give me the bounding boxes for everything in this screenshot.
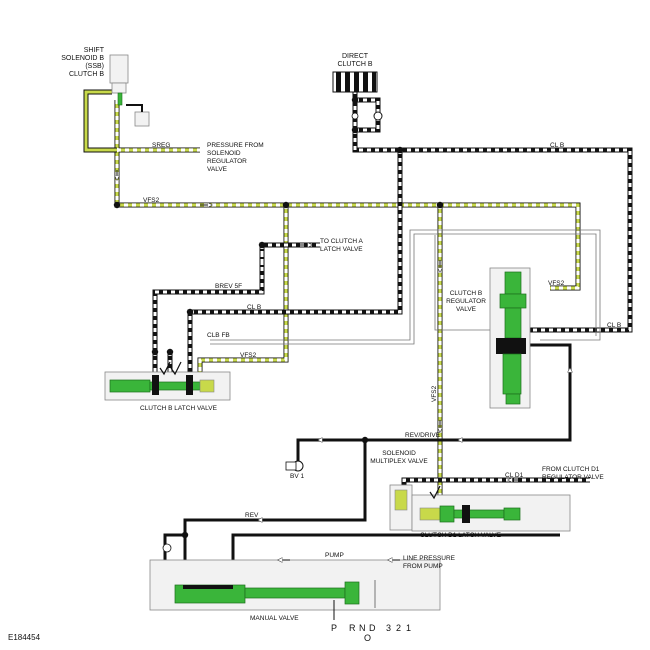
brev5f-label: BREV 5F bbox=[215, 283, 242, 290]
manual-valve-label: MANUAL VALVE bbox=[250, 615, 299, 622]
selector-n: N bbox=[359, 623, 366, 633]
ssb-feed-circuit bbox=[83, 89, 117, 153]
bv1-ball-valve bbox=[285, 460, 304, 472]
vfs2-circuit bbox=[114, 100, 581, 520]
line-pressure-circuit bbox=[163, 343, 572, 560]
vfs2-vertical-label: VFS2 bbox=[431, 385, 438, 402]
vfs2-reg-label: VFS2 bbox=[548, 280, 565, 287]
selector-o: O bbox=[364, 633, 371, 643]
clutch-d1-latch-label: CLUTCH D1 LATCH VALVE bbox=[420, 532, 502, 539]
selector-d: D bbox=[369, 623, 376, 633]
figure-id: E184454 bbox=[8, 633, 41, 642]
exhaust-icons bbox=[162, 112, 359, 553]
selector-1: 1 bbox=[406, 623, 411, 633]
selector-3: 3 bbox=[386, 623, 391, 633]
clbfb-label: CLB FB bbox=[207, 332, 230, 339]
clutch-b-regulator-valve bbox=[489, 267, 531, 409]
gear-selector: P R N D O 3 2 1 bbox=[331, 623, 411, 643]
selector-2: 2 bbox=[396, 623, 401, 633]
shift-solenoid-b bbox=[109, 54, 150, 127]
solenoid-multiplex-valve bbox=[389, 484, 413, 531]
selector-p: P bbox=[331, 623, 337, 633]
rev-label: REV bbox=[245, 512, 259, 519]
selector-r: R bbox=[349, 623, 356, 633]
vfs2-top-label: VFS2 bbox=[143, 197, 160, 204]
clb-right-label: CL B bbox=[607, 322, 621, 329]
clb-mid-label: CL B bbox=[247, 304, 261, 311]
bv1-label: BV 1 bbox=[290, 473, 304, 480]
cld1-label: CL D1 bbox=[505, 472, 524, 479]
sreg-label: SREG bbox=[152, 142, 170, 149]
clutch-d1-latch-valve bbox=[411, 485, 571, 532]
vfs2-latch-label: VFS2 bbox=[240, 352, 257, 359]
flow-arrows bbox=[117, 170, 570, 560]
circuit-labels: SREG VFS2 VFS2 VFS2 VFS2 CL B CL B CL B … bbox=[143, 142, 621, 559]
revdrive-label: REV/DRIVE bbox=[405, 432, 441, 439]
exhaust-passages bbox=[210, 229, 601, 345]
direct-clutch-b bbox=[332, 71, 383, 121]
clutch-b-latch-valve bbox=[104, 361, 231, 401]
pump-label: PUMP bbox=[325, 552, 344, 559]
junction-dots bbox=[113, 96, 444, 539]
clb-top-label: CL B bbox=[550, 142, 564, 149]
clutch-b-latch-label: CLUTCH B LATCH VALVE bbox=[140, 405, 218, 412]
manual-valve bbox=[149, 559, 441, 620]
